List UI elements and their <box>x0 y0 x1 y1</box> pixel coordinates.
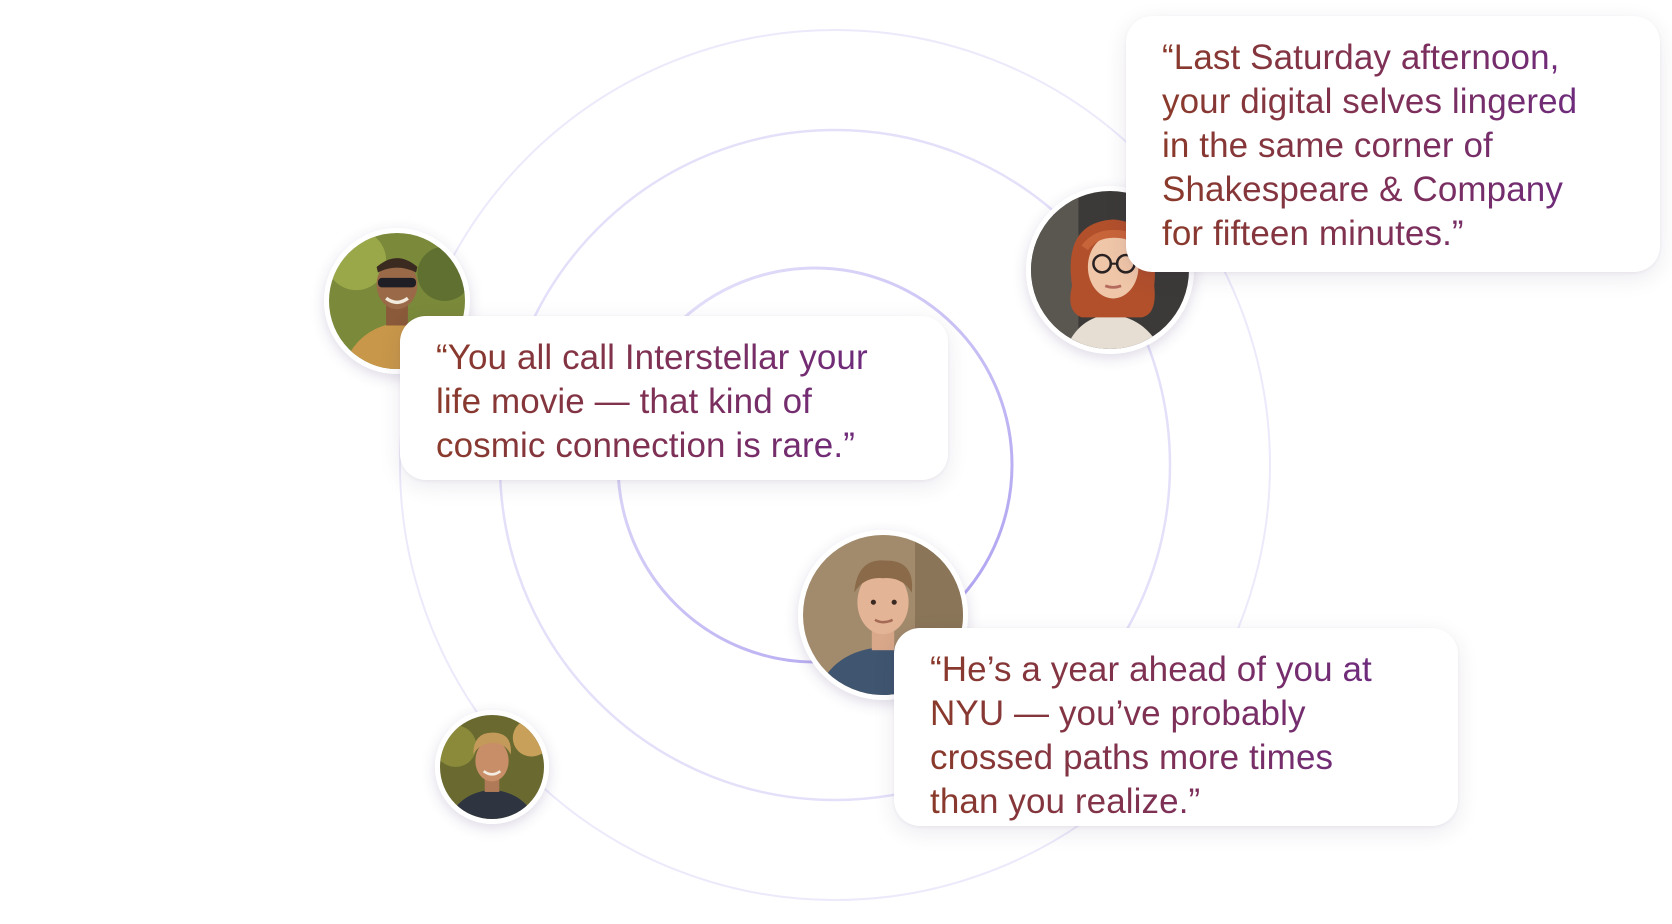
quote-card-interstellar: “You all call Interstellar your life mov… <box>400 316 948 480</box>
outer-orbit <box>399 29 1271 901</box>
avatar-blond-man <box>435 710 549 824</box>
quote-card-shakespeare: “Last Saturday afternoon, your digital s… <box>1126 16 1660 272</box>
quote-text: “He’s a year ahead of you at NYU — you’v… <box>930 648 1422 824</box>
quote-card-nyu: “He’s a year ahead of you at NYU — you’v… <box>894 628 1458 826</box>
person-photo-icon <box>803 535 963 695</box>
person-photo-icon <box>440 715 544 819</box>
quote-text: “You all call Interstellar your life mov… <box>436 336 912 468</box>
avatar-blue-tee-man <box>798 530 968 700</box>
quote-text: “Last Saturday afternoon, your digital s… <box>1162 36 1624 256</box>
